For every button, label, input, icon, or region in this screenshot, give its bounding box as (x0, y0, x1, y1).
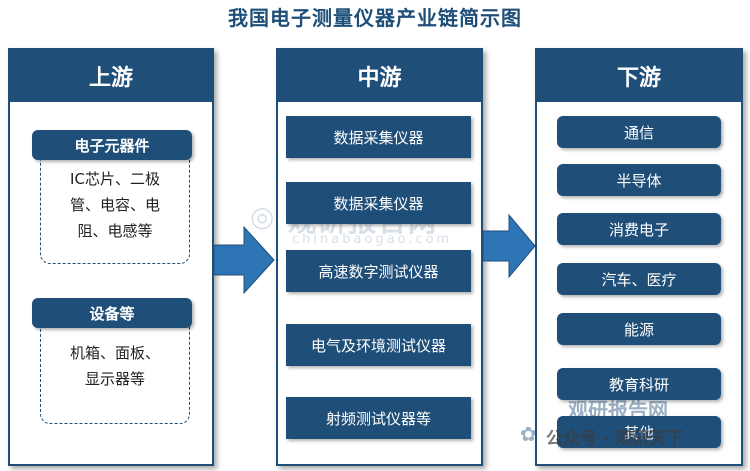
text-line: 管、电容、电 (69, 196, 160, 214)
flow-arrow-icon (483, 213, 536, 279)
downstream-item: 教育科研 (557, 368, 721, 400)
downstream-item: 汽车、医疗 (557, 263, 721, 295)
text-line: 显示器等 (84, 370, 145, 388)
downstream-item: 通信 (557, 116, 721, 148)
wechat-icon: ✿ (520, 422, 537, 446)
midstream-item: 射频测试仪器等 (286, 397, 471, 439)
midstream-item: 数据采集仪器 (286, 116, 471, 158)
corner-watermark-text: 观研报告网 (568, 398, 668, 422)
diagram-title: 我国电子测量仪器产业链简示图 (228, 6, 522, 30)
text-line: 阻、电感等 (77, 222, 153, 240)
upstream-group-title: 设备等 (32, 298, 192, 328)
downstream-item: 其他 (557, 416, 721, 448)
upstream-group-text: 机箱、面板、 显示器等 (40, 340, 190, 392)
downstream-header: 下游 (537, 50, 741, 102)
watermark-subtext: chinabaogao.com (292, 232, 453, 247)
upstream-header: 上游 (10, 50, 212, 102)
text-line: IC芯片、二极 (70, 170, 160, 188)
flow-arrow-icon (214, 225, 275, 295)
midstream-header: 中游 (278, 50, 481, 102)
downstream-item: 消费电子 (557, 213, 721, 245)
upstream-group-title: 电子元器件 (32, 130, 192, 160)
downstream-item: 半导体 (557, 164, 721, 196)
upstream-group-text: IC芯片、二极 管、电容、电 阻、电感等 (40, 166, 190, 244)
midstream-item: 高速数字测试仪器 (286, 250, 471, 292)
midstream-item: 数据采集仪器 (286, 182, 471, 224)
downstream-item: 能源 (557, 313, 721, 345)
text-line: 机箱、面板、 (69, 344, 160, 362)
corner-watermark-subtext: 公众号 · 观研天下 (546, 429, 684, 449)
downstream-panel: 下游 通信 半导体 消费电子 汽车、医疗 能源 教育科研 其他 (535, 48, 743, 466)
upstream-panel: 上游 电子元器件 IC芯片、二极 管、电容、电 阻、电感等 设备等 机箱、面板、… (8, 48, 214, 466)
watermark-text: 观研报告网 (288, 205, 439, 238)
midstream-panel: 中游 数据采集仪器 数据采集仪器 高速数字测试仪器 电气及环境测试仪器 射频测试… (276, 48, 483, 466)
midstream-item: 电气及环境测试仪器 (286, 324, 471, 366)
watermark-logo-icon: ◎ (250, 200, 277, 233)
